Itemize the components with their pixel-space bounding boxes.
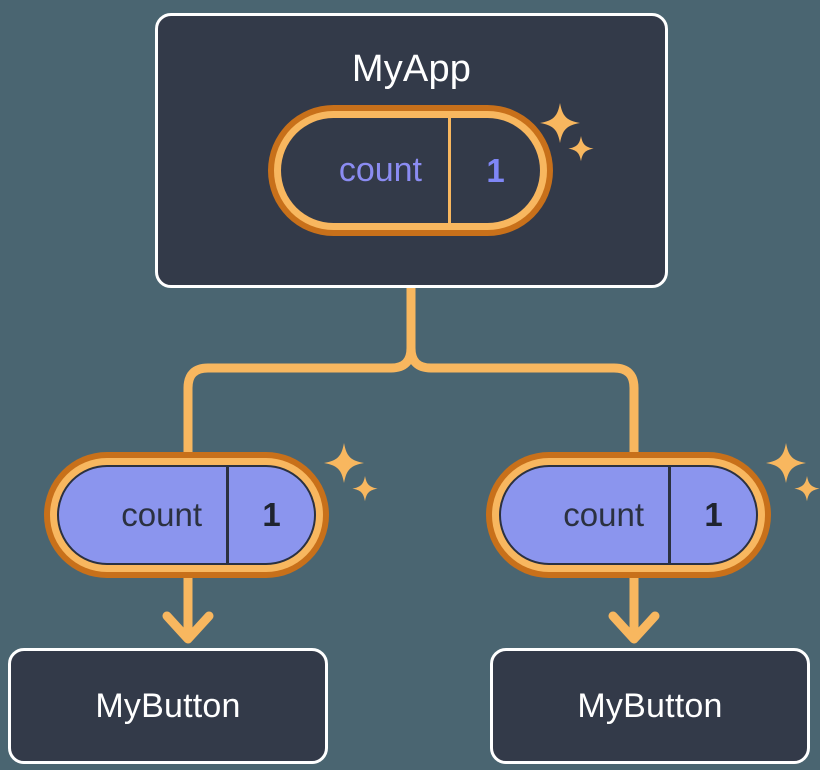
- state-pill-myapp[interactable]: count 1: [268, 105, 553, 236]
- sparkle-icon: [352, 476, 378, 502]
- connector-tree-path: [183, 283, 416, 457]
- sparkle-group-right: [766, 443, 820, 502]
- sparkle-icon: [766, 443, 806, 483]
- component-card-mybutton-right[interactable]: MyButton: [490, 648, 810, 764]
- sparkle-icon: [324, 443, 364, 483]
- state-pill-ring: count 1: [50, 458, 323, 572]
- state-value-label: 1: [668, 467, 756, 563]
- state-pill-body: count 1: [57, 465, 316, 565]
- state-pill-ring: count 1: [492, 458, 765, 572]
- state-pill-body: count 1: [281, 118, 540, 223]
- component-label-mybutton-right: MyButton: [577, 686, 723, 725]
- state-value-label: 1: [448, 118, 540, 223]
- state-pill-body: count 1: [499, 465, 758, 565]
- component-label-mybutton-left: MyButton: [95, 686, 241, 725]
- state-pill-ring: count 1: [274, 111, 547, 230]
- state-pill-button-right[interactable]: count 1: [486, 452, 771, 578]
- state-key-label: count: [563, 496, 644, 533]
- connector-tree-path-right: [406, 343, 639, 457]
- sparkle-group-left: [324, 443, 378, 502]
- state-pill-button-left[interactable]: count 1: [44, 452, 329, 578]
- sparkle-icon: [794, 476, 820, 502]
- state-value-label: 1: [226, 467, 314, 563]
- state-key-label: count: [338, 151, 422, 189]
- arrow-head-right: [608, 611, 660, 644]
- arrow-head-left: [162, 611, 214, 644]
- state-key-label: count: [121, 496, 202, 533]
- component-card-mybutton-left[interactable]: MyButton: [8, 648, 328, 764]
- component-label-myapp: MyApp: [351, 48, 472, 90]
